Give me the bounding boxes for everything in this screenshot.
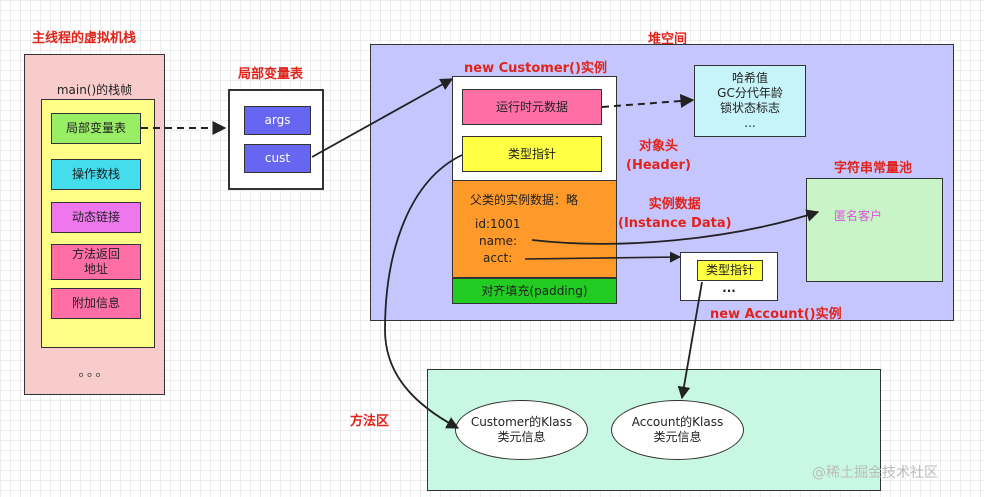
account-type-pointer: 类型指针 xyxy=(697,260,763,281)
object-header-label: 对象头 (Header) xyxy=(626,139,691,173)
customer-instance-title: new Customer()实例 xyxy=(464,61,607,76)
local-var-table-title: 局部变量表 xyxy=(238,67,304,82)
instance-data-block: 父类的实例数据：略 id:1001 name: acct: xyxy=(452,180,617,278)
customer-klass-meta: 类元信息 xyxy=(497,430,546,444)
field-id: id:1001 xyxy=(475,217,521,231)
account-klass-name: Account的Klass xyxy=(631,415,724,429)
var-args: args xyxy=(244,106,311,135)
watermark: @稀土掘金技术社区 xyxy=(812,465,938,481)
runtime-metadata: 运行时元数据 xyxy=(462,89,602,125)
instance-data-label: 实例数据 (Instance Data) xyxy=(618,197,732,231)
stack-operand-stack: 操作数栈 xyxy=(51,159,141,190)
anonymous-customer-string: 匿名客户 xyxy=(834,209,883,223)
vm-stack-title: 主线程的虚拟机栈 xyxy=(32,31,137,46)
string-pool: 匿名客户 xyxy=(806,178,943,282)
stack-dynamic-linking: 动态链接 xyxy=(51,202,141,233)
alignment-padding: 对齐填充(padding) xyxy=(452,278,617,304)
header-info-box: 哈希值 GC分代年龄 锁状态标志 ... xyxy=(694,65,806,137)
gc-age: GC分代年龄 xyxy=(717,86,783,100)
stack-additional-info: 附加信息 xyxy=(51,288,141,319)
customer-type-pointer: 类型指针 xyxy=(462,136,602,172)
parent-instance-data: 父类的实例数据：略 xyxy=(470,193,579,207)
header-info-ellipsis: ... xyxy=(744,116,756,130)
field-acct: acct: xyxy=(483,251,513,265)
stack-return-address: 方法返回 地址 xyxy=(51,244,141,280)
stack-ellipsis: 。。。 xyxy=(78,365,111,380)
heap-title: 堆空间 xyxy=(648,32,688,47)
customer-klass-name: Customer的Klass xyxy=(470,415,573,429)
local-var-table: args cust xyxy=(228,89,324,190)
stack-frame-title: main()的栈帧 xyxy=(56,83,133,97)
lock-flag: 锁状态标志 xyxy=(719,101,780,115)
account-instance-title: new Account()实例 xyxy=(710,307,842,322)
method-area-title: 方法区 xyxy=(350,414,390,429)
hash-value: 哈希值 xyxy=(731,71,768,85)
customer-klass: Customer的Klass 类元信息 xyxy=(455,400,588,460)
account-klass: Account的Klass 类元信息 xyxy=(611,400,744,460)
stack-local-var-table: 局部变量表 xyxy=(51,113,141,144)
string-pool-title: 字符串常量池 xyxy=(834,161,913,176)
account-ellipsis: ... xyxy=(722,281,736,295)
vm-stack-panel: main()的栈帧 局部变量表 操作数栈 动态链接 方法返回 地址 附加信息 。… xyxy=(24,54,165,395)
account-klass-meta: 类元信息 xyxy=(653,430,702,444)
account-instance: 类型指针 ... xyxy=(680,252,778,301)
var-cust: cust xyxy=(244,144,311,173)
field-name: name: xyxy=(479,234,518,248)
